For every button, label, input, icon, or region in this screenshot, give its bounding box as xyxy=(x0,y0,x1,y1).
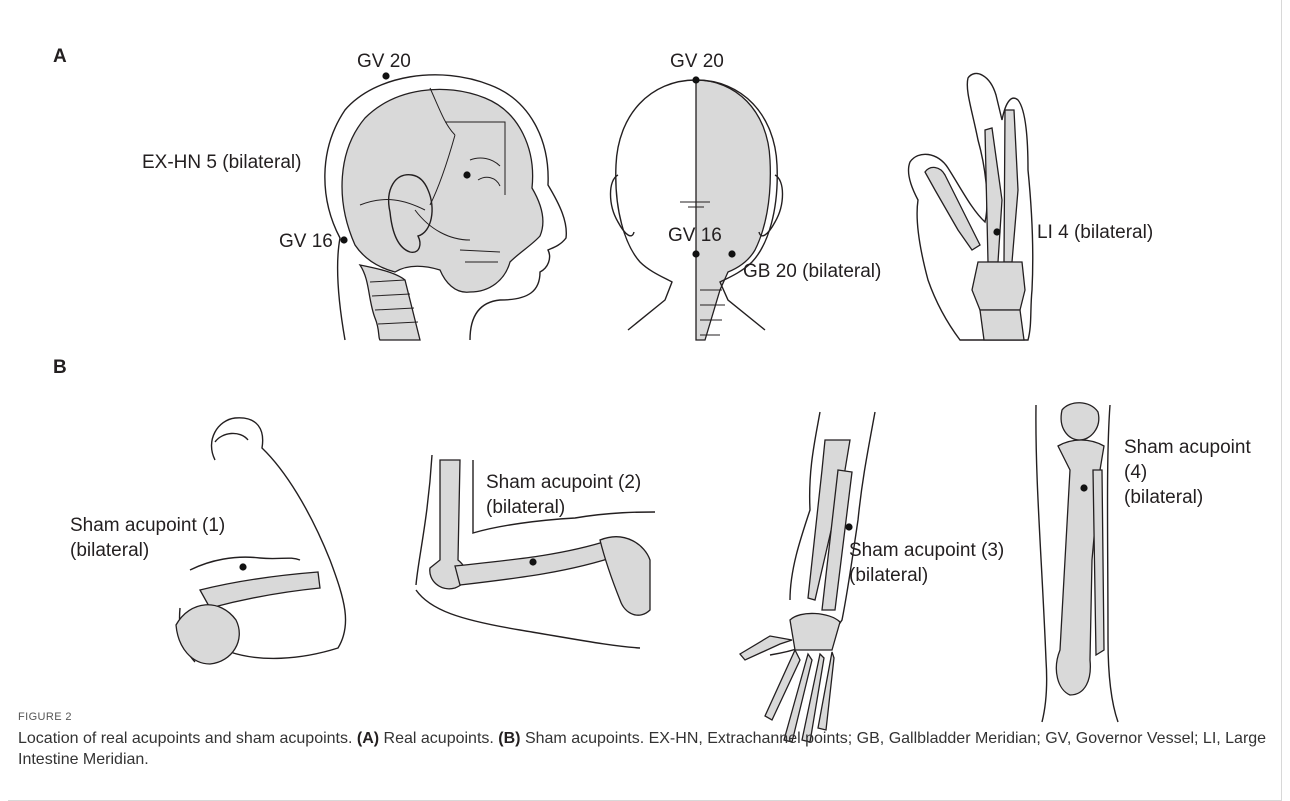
sham2-label-line1: Sham acupoint (2) xyxy=(486,472,641,493)
gv20-side-label: GV 20 xyxy=(357,51,411,72)
hand-illustration xyxy=(908,73,1032,340)
li4-point xyxy=(993,228,1000,235)
gv20-back-label: GV 20 xyxy=(670,51,724,72)
sham1-label-line1: Sham acupoint (1) xyxy=(70,515,225,536)
li4-label: LI 4 (bilateral) xyxy=(1037,222,1153,243)
figure-caption: Location of real acupoints and sham acup… xyxy=(18,728,1268,770)
head-back-illustration xyxy=(611,80,783,340)
sham4-label-line3: (bilateral) xyxy=(1124,487,1203,508)
head-side-illustration xyxy=(325,75,566,340)
caption-b-tag: (B) xyxy=(498,730,520,747)
gv20-side-point xyxy=(382,72,389,79)
lower-leg-illustration xyxy=(1036,403,1118,722)
sham2-point xyxy=(529,558,536,565)
caption-a-text: Real acupoints. xyxy=(379,730,498,747)
caption-a-tag: (A) xyxy=(357,730,379,747)
sham4-point xyxy=(1080,484,1087,491)
gv16-back-point xyxy=(692,250,699,257)
sham3-point xyxy=(845,523,852,530)
gb20-label: GB 20 (bilateral) xyxy=(743,261,881,282)
flexed-arm-illustration xyxy=(176,418,346,664)
exhn5-point xyxy=(463,171,470,178)
sham4-label-line2: (4) xyxy=(1124,462,1147,483)
gv20-back-point xyxy=(692,76,699,83)
sham3-label-line1: Sham acupoint (3) xyxy=(849,540,1004,561)
gb20-point xyxy=(728,250,735,257)
sham3-label-line2: (bilateral) xyxy=(849,565,928,586)
sham4-label-line1: Sham acupoint xyxy=(1124,437,1251,458)
sham1-label-line2: (bilateral) xyxy=(70,540,149,561)
gv16-side-label: GV 16 xyxy=(279,231,333,252)
caption-lead: Location of real acupoints and sham acup… xyxy=(18,730,357,747)
gv16-back-label: GV 16 xyxy=(668,225,722,246)
gv16-side-point xyxy=(340,236,347,243)
figure-label: FIGURE 2 xyxy=(18,711,72,723)
exhn5-label: EX-HN 5 (bilateral) xyxy=(142,152,301,173)
sham2-label-line2: (bilateral) xyxy=(486,497,565,518)
sham1-point xyxy=(239,563,246,570)
